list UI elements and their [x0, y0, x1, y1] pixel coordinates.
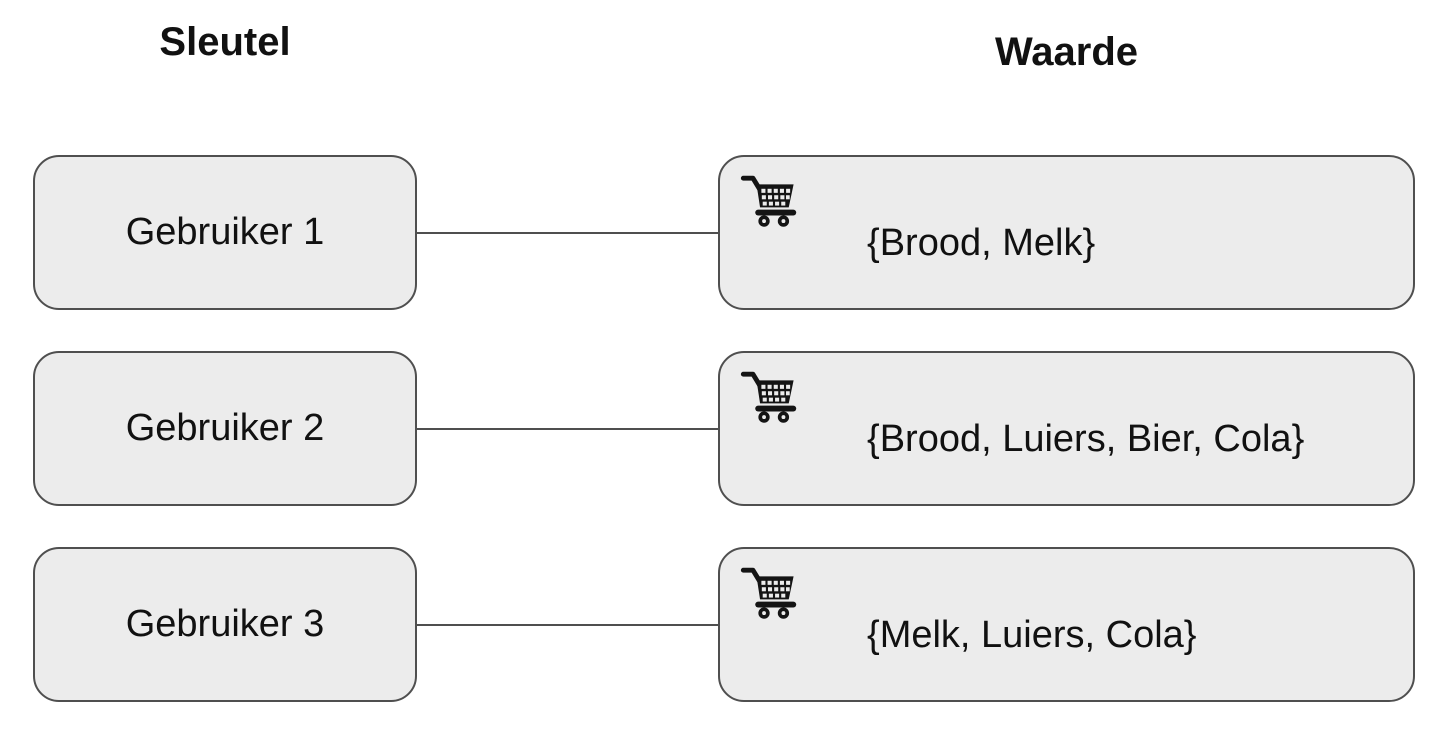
key-box: Gebruiker 1	[33, 155, 417, 310]
mapping-row: Gebruiker 2 {Brood, Luiers, Bier, Cola}	[33, 351, 1415, 506]
connector-line	[417, 427, 718, 430]
value-box: {Brood, Luiers, Bier, Cola}	[718, 351, 1415, 506]
value-box: {Melk, Luiers, Cola}	[718, 547, 1415, 702]
value-label: {Brood, Luiers, Bier, Cola}	[867, 418, 1305, 460]
mapping-row: Gebruiker 1 {Brood, Melk}	[33, 155, 1415, 310]
shopping-cart-icon	[738, 170, 798, 227]
value-box: {Brood, Melk}	[718, 155, 1415, 310]
key-label: Gebruiker 3	[125, 603, 325, 645]
value-column-header: Waarde	[994, 30, 1138, 74]
key-box: Gebruiker 3	[33, 547, 417, 702]
key-column-header: Sleutel	[159, 20, 291, 64]
mapping-row: Gebruiker 3 {Melk, Luiers, Cola}	[33, 547, 1415, 702]
connector-line	[417, 623, 718, 626]
key-label: Gebruiker 2	[125, 407, 325, 449]
shopping-cart-icon	[738, 366, 798, 423]
value-label: {Brood, Melk}	[867, 222, 1096, 264]
value-label: {Melk, Luiers, Cola}	[867, 614, 1197, 656]
key-label: Gebruiker 1	[125, 211, 325, 253]
key-box: Gebruiker 2	[33, 351, 417, 506]
connector-line	[417, 231, 718, 234]
shopping-cart-icon	[738, 562, 798, 619]
